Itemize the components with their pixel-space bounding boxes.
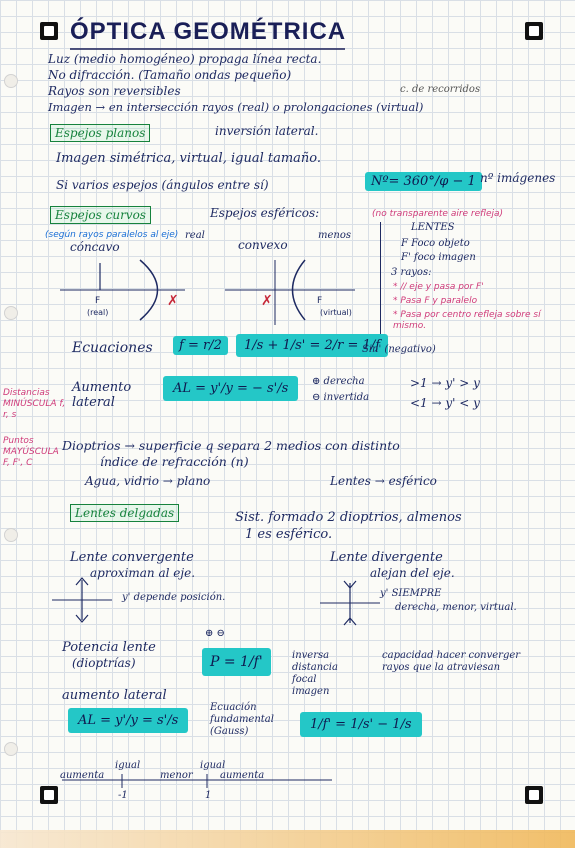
text-line: y' SIEMPRE [380, 588, 442, 599]
scale-tick: 1 [205, 790, 212, 801]
svg-text:F: F [95, 296, 100, 306]
highlight-formula: 1/f' = 1/s' − 1/s [300, 712, 422, 737]
text-line: alejan del eje. [370, 566, 455, 580]
text-line: ⊕ ⊖ [205, 628, 225, 639]
divergent-lens-diagram [320, 580, 380, 626]
bullet-text: Luz (medio homogéneo) propaga línea rect… [48, 52, 322, 66]
corner-marker-icon [525, 786, 543, 804]
binder-hole [4, 528, 18, 542]
text-line: Espejos esféricos: [210, 206, 320, 220]
bullet-text: Rayos son reversibles [48, 84, 181, 98]
section-label: Espejos planos [50, 124, 151, 142]
highlight-formula: 1/s + 1/s' = 2/r = 1/f [236, 334, 389, 357]
section-label: Lentes delgadas [70, 504, 180, 522]
text-line: aproximan al eje. [90, 566, 196, 580]
side-note: Puntos MAYÚSCULA F, F', C [3, 436, 59, 468]
side-note: Distancias MINÚSCULA f, r, s [3, 388, 66, 420]
blue-note: (según rayos paralelos al eje) [45, 230, 179, 240]
highlight-formula: P = 1/f' [202, 648, 271, 676]
svg-text:(real): (real) [87, 308, 108, 317]
highlight-formula: AL = y'/y = s'/s [68, 708, 189, 733]
box-item: F Foco objeto [401, 238, 470, 249]
box-item: 3 rayos: [391, 267, 432, 278]
text-line: inversa distancia focal imagen [292, 650, 338, 697]
scale-label: igual [115, 760, 141, 771]
highlight-formula: f = r/2 [173, 336, 228, 355]
diagram-label: menos [318, 230, 351, 241]
box-item: F' foco imagen [401, 252, 476, 263]
text-line: Lente divergente [330, 550, 443, 565]
text-line: capacidad hacer converger rayos que la a… [382, 650, 521, 673]
text-line: nº imágenes [480, 171, 556, 185]
highlight-formula: AL = y'/y = − s'/s [163, 376, 299, 401]
convergent-lens-diagram [52, 577, 112, 623]
text-line: ⊖ invertida [312, 392, 370, 403]
scale-label: aumenta [60, 770, 105, 781]
text-line: Ecuación fundamental (Gauss) [210, 702, 274, 737]
box-title: LENTES [411, 222, 455, 233]
binder-hole [4, 74, 18, 88]
section-label: Espejos curvos [50, 206, 151, 224]
text-line: Lentes → esférico [330, 474, 437, 488]
text-line: ⊕ derecha [312, 376, 365, 387]
diagram-label: real [185, 230, 205, 241]
scale-label: menor [160, 770, 193, 781]
text-line: índice de refracción (n) [100, 454, 249, 469]
small-note: c. de recorridos [400, 84, 481, 95]
mirror-diagrams: ✗ F (real) ✗ F (virtual) [60, 259, 355, 325]
text-line: Sist. formado 2 dioptrios, almenos [235, 510, 462, 525]
text-line: Si varios espejos (ángulos entre sí) [56, 178, 269, 192]
binder-hole [4, 306, 18, 320]
red-note: (no transparente aire refleja) [372, 209, 504, 219]
diagram-label: cóncavo [70, 240, 120, 254]
text-line: derecha, menor, virtual. [395, 602, 517, 613]
box-item: * // eje y pasa por F' [393, 282, 484, 292]
text-line: (dioptrías) [72, 656, 136, 670]
text-line: Aumento lateral [72, 380, 132, 410]
magnification-scale [62, 774, 332, 788]
page-title: ÓPTICA GEOMÉTRICA [70, 18, 347, 45]
box-item: * Pasa por centro refleja sobre sí mismo… [393, 310, 541, 331]
text-line: Dioptrios → superficie q separa 2 medios… [62, 438, 400, 453]
svg-text:(virtual): (virtual) [320, 308, 352, 317]
text-line: y' depende posición. [122, 592, 226, 603]
corner-marker-icon [525, 22, 543, 40]
text-line: Agua, vidrio → plano [85, 474, 211, 488]
text-line: Sin' (negativo) [362, 344, 436, 355]
text-line: aumento lateral [62, 688, 167, 703]
scale-label: igual [200, 760, 226, 771]
text-line: Imagen simétrica, virtual, igual tamaño. [56, 151, 322, 166]
text-line: inversión lateral. [215, 124, 319, 138]
svg-text:F: F [317, 296, 322, 306]
bullet-text: Imagen → en intersección rayos (real) o … [48, 100, 424, 114]
diagram-label: convexo [238, 238, 288, 252]
text-line: Lente convergente [70, 550, 194, 565]
binder-hole [4, 742, 18, 756]
bullet-text: No difracción. (Tamaño ondas pequeño) [48, 68, 292, 82]
text-line: >1 → y' > y [410, 376, 480, 390]
text-line: <1 → y' < y [410, 396, 480, 410]
svg-text:✗: ✗ [167, 293, 179, 309]
text-line: 1 es esférico. [245, 527, 333, 542]
scale-label: aumenta [220, 770, 265, 781]
svg-text:✗: ✗ [261, 293, 273, 309]
text-line: Potencia lente [62, 640, 156, 655]
page-edge-decoration [0, 830, 575, 848]
highlight-formula: Nº= 360°/φ − 1 [365, 172, 482, 191]
box-item: * Pasa F y paralelo [393, 296, 478, 306]
corner-marker-icon [40, 22, 58, 40]
corner-marker-icon [40, 786, 58, 804]
scale-tick: -1 [118, 790, 128, 801]
lentes-box: LENTES F Foco objeto F' foco imagen 3 ra… [380, 222, 556, 340]
title-underline [70, 48, 345, 50]
text-line: Ecuaciones [72, 340, 153, 356]
